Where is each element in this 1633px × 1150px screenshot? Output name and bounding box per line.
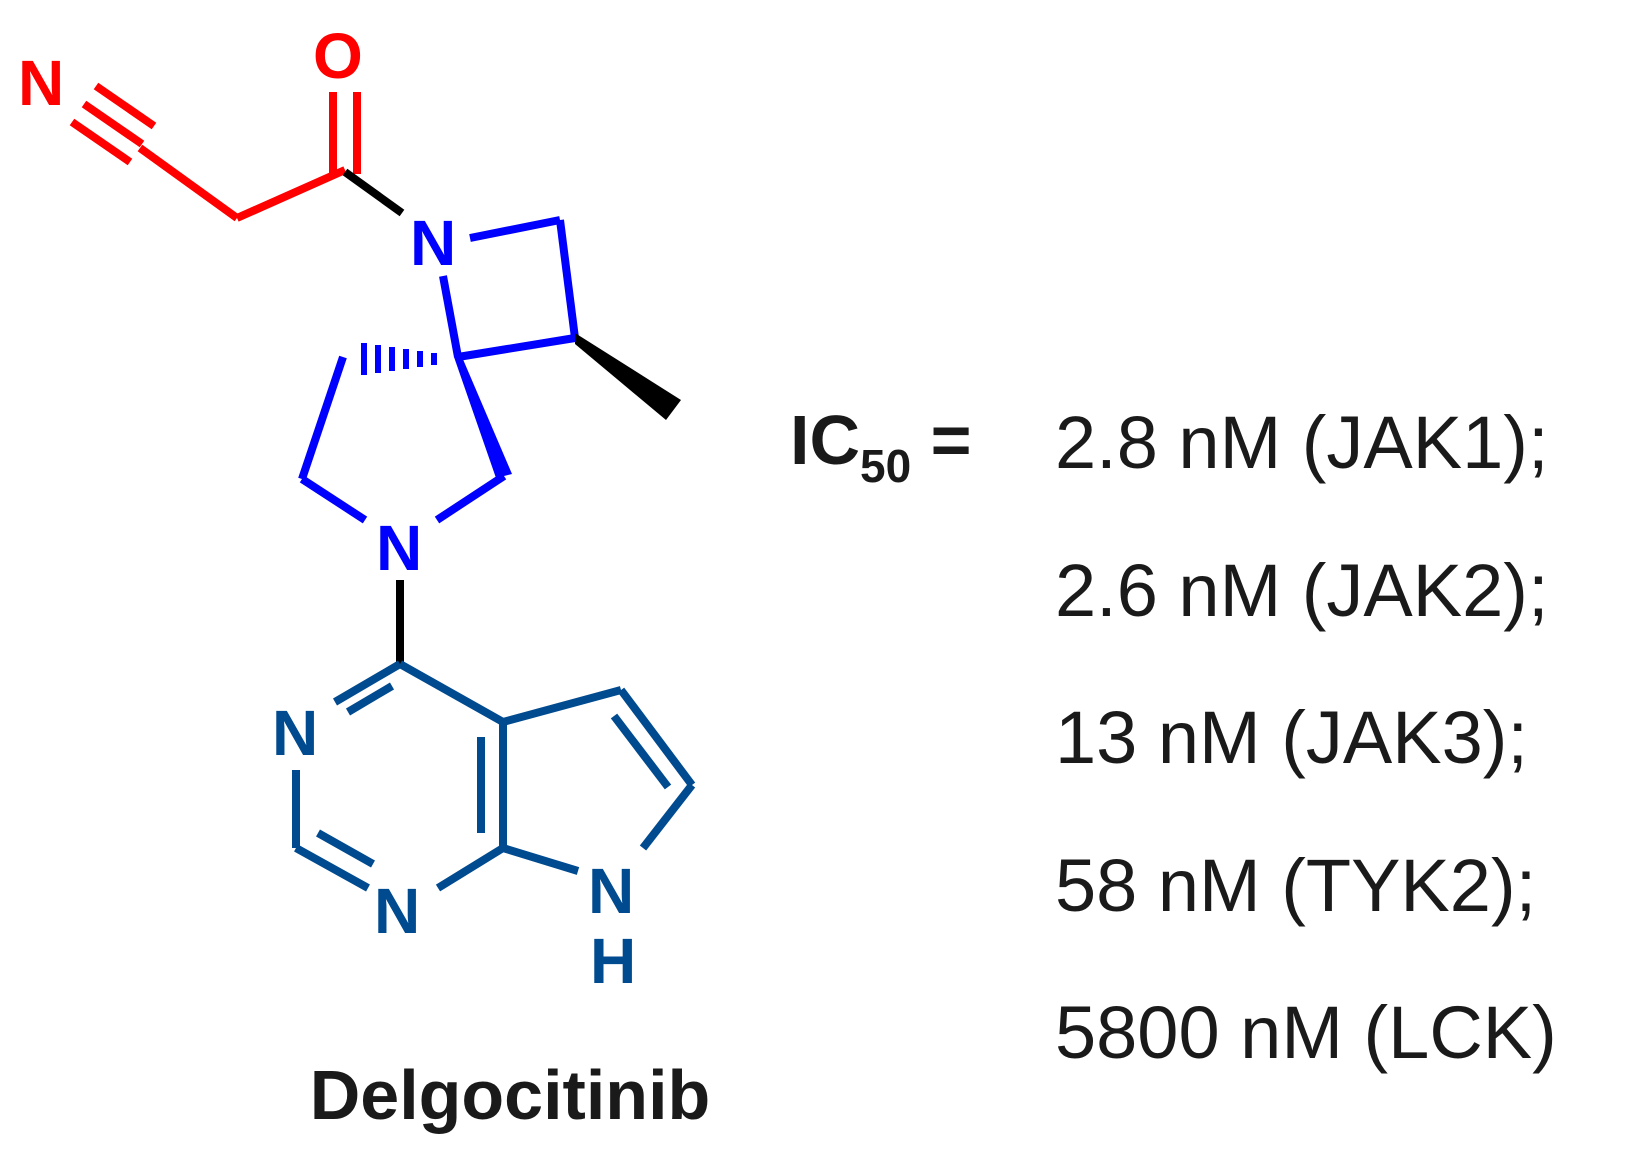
hashed-wedge-bond	[361, 343, 437, 375]
pyrrolidine-bond-ch2-left	[298, 355, 347, 481]
pyrrole-c5-c6-inner	[610, 713, 672, 790]
pyrrolidine-bond-ch2-right	[434, 472, 507, 524]
pyrimidine-c4-n3-inner	[345, 682, 395, 716]
pyrimidine-c4-n3-bond	[332, 660, 403, 706]
pyrrole-c4a-c5-bond	[501, 686, 623, 726]
ic50-label-equals: =	[911, 401, 972, 479]
spiro-core: N N	[298, 207, 681, 584]
cyanoacetyl-group: N O	[18, 20, 363, 222]
pyrrole-n7-c7a-bond	[501, 844, 580, 875]
ic50-label-subscript: 50	[860, 440, 912, 492]
azetidine-bond-spiro-n	[439, 275, 462, 358]
pyrimidine-n3-label: N	[272, 697, 318, 769]
ic50-value-jak2: 2.6 nM (JAK2);	[1055, 549, 1549, 632]
spiro-wedge-bond	[454, 357, 512, 478]
pyrrole-c5-c6-bond	[617, 687, 696, 788]
carbonyl-o-label: O	[313, 20, 363, 92]
azetidine-n-label: N	[410, 207, 456, 279]
methyl-wedge-bond	[575, 333, 681, 420]
pyrrolidine-n-label: N	[376, 512, 422, 584]
ic50-value-jak1: 2.8 nM (JAK1);	[1055, 401, 1549, 484]
azetidine-bond-chme-spiro	[457, 334, 576, 361]
ch2-nitrile-bond	[137, 144, 240, 222]
amide-bond	[342, 168, 405, 217]
pyrimidine-c4-c4a-bond	[398, 660, 505, 726]
pyrrolopyrimidine-ring: N N N H	[272, 660, 696, 997]
ic50-value-lck: 5800 nM (LCK)	[1055, 991, 1557, 1074]
ch2-carbonyl-bond	[235, 166, 347, 222]
nitrile-triple-bond-2	[81, 100, 145, 148]
nitrile-triple-bond-1	[69, 118, 133, 166]
pyrrole-c6-n7-bond	[639, 782, 696, 851]
pyrimidine-n1-c7a-bond	[435, 844, 506, 892]
pyrimidine-c2-n1-bond	[294, 844, 370, 892]
nitrile-n-label: N	[18, 47, 64, 119]
pyrimidine-c2-n1-inner	[316, 829, 375, 868]
compound-name: Delgocitinib	[309, 1056, 711, 1134]
ic50-label: IC50 =	[790, 400, 972, 493]
ic50-label-main: IC	[790, 401, 860, 479]
pyrrole-n-label: N	[588, 855, 634, 927]
azetidine-bond-ch2-chme	[556, 219, 579, 339]
ic50-value-tyk2: 58 nM (TYK2);	[1055, 844, 1537, 927]
ic50-value-jak3: 13 nM (JAK3);	[1055, 696, 1528, 779]
azetidine-bond-n-ch2	[469, 216, 561, 242]
nitrile-triple-bond-3	[93, 82, 157, 130]
pyrimidine-n1-label: N	[374, 875, 420, 947]
pyrrole-h-label: H	[590, 925, 636, 997]
pyrrolidine-bond-n-left	[299, 475, 368, 524]
